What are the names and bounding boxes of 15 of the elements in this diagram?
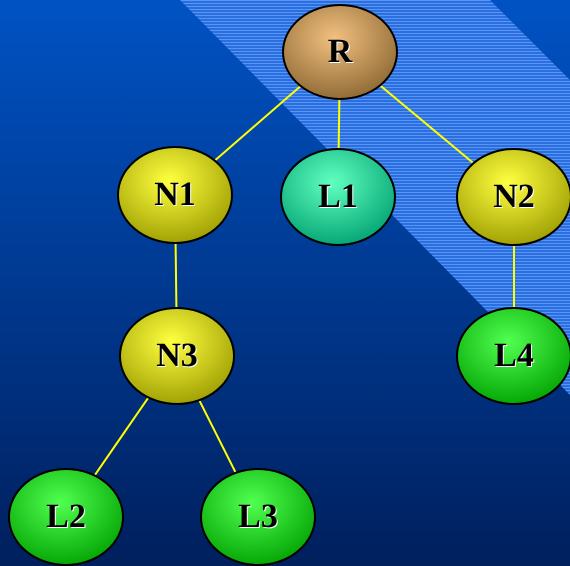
node-label: N3	[156, 339, 198, 373]
node-label: L3	[238, 500, 278, 534]
connector-line	[379, 84, 474, 164]
node-label: N1	[154, 178, 196, 212]
node-label: N2	[493, 180, 535, 214]
connector-line	[214, 85, 302, 162]
connector-line	[174, 242, 178, 308]
connector-line	[198, 400, 237, 474]
connector-line	[338, 98, 340, 150]
connector-line	[513, 245, 515, 308]
node-label: L4	[494, 339, 534, 373]
connector-line	[94, 396, 150, 476]
node-label: L2	[46, 500, 86, 534]
node-label: R	[328, 35, 352, 69]
node-label: L1	[318, 180, 358, 214]
